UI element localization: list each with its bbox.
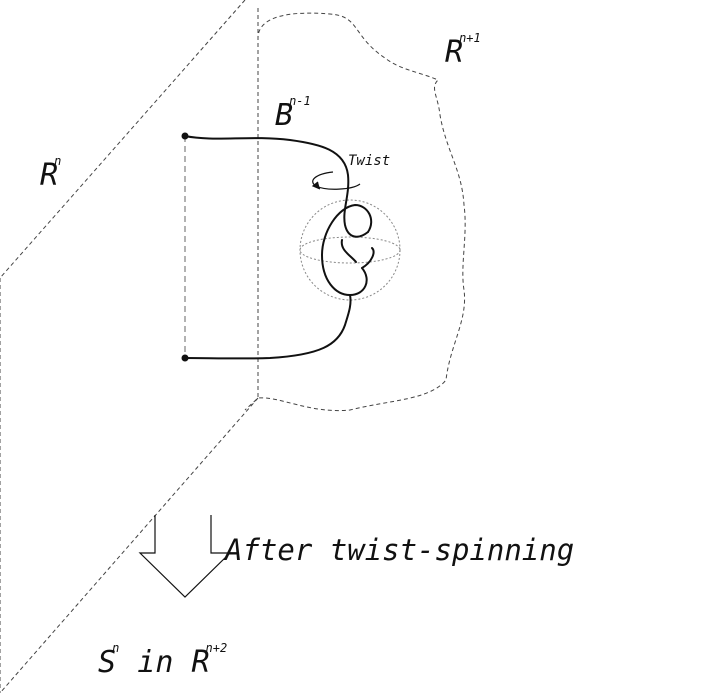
label-twist: Twist bbox=[348, 153, 390, 169]
knot-ball bbox=[299, 199, 401, 301]
label-after-twist-spinning: After twist-spinning bbox=[223, 533, 574, 567]
endpoint-top bbox=[181, 132, 189, 140]
label-bn1: Bn-1 bbox=[275, 94, 311, 133]
label-rn: Rn bbox=[40, 154, 61, 193]
twist-arrow-icon bbox=[311, 171, 361, 190]
knotted-arc bbox=[184, 135, 375, 360]
down-arrow-icon bbox=[138, 515, 232, 598]
endpoint-bottom bbox=[181, 354, 189, 362]
plane-rn bbox=[0, 0, 259, 693]
label-rn1: Rn+1 bbox=[445, 31, 481, 70]
half-space-rn1 bbox=[244, 8, 466, 412]
